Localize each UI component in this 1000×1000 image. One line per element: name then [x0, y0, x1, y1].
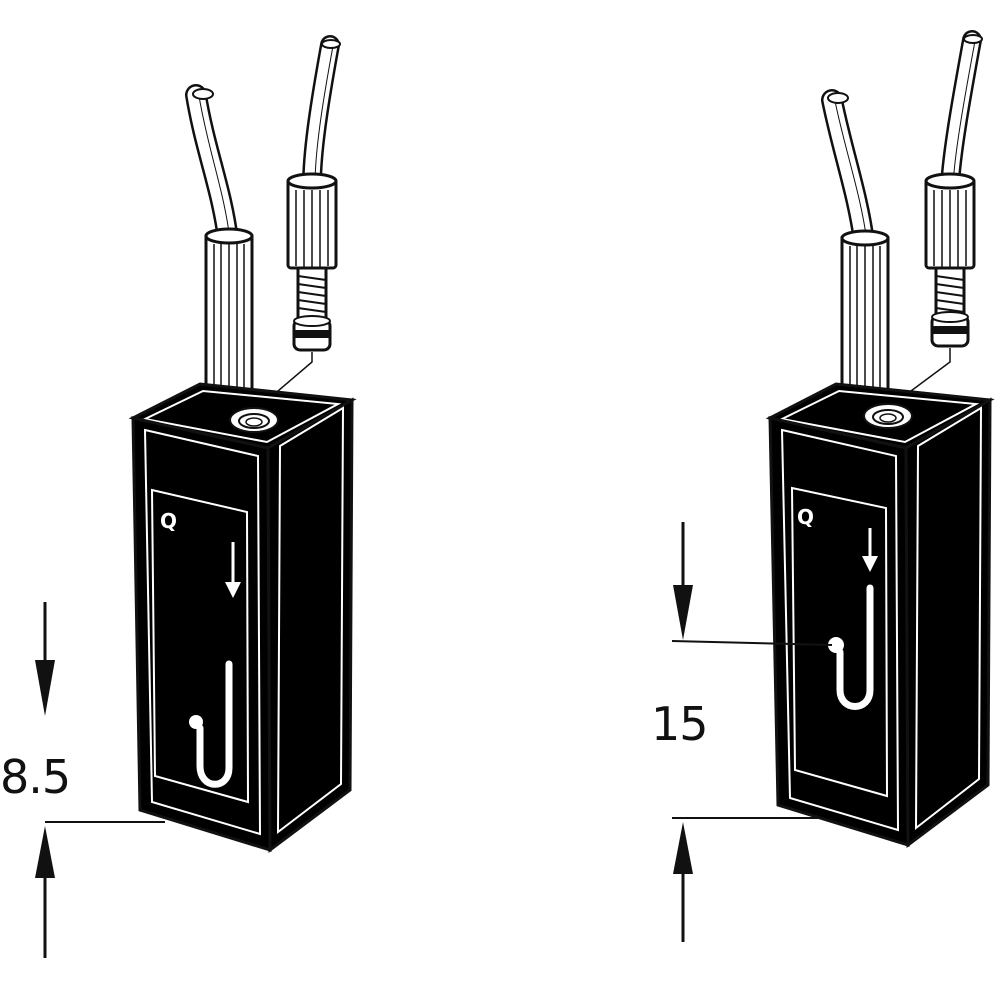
- left-dimension: 8.5: [0, 602, 165, 958]
- left-dimension-label: 8.5: [0, 750, 70, 804]
- right-tube-outlet: [821, 89, 875, 253]
- right-dimension-label: 15: [651, 697, 708, 751]
- right-badge-label: Q: [797, 505, 814, 529]
- right-flow-channel: [836, 584, 874, 710]
- right-cuvette: Q 15: [651, 30, 995, 942]
- right-fitting-nut: [924, 172, 976, 348]
- left-tube-inlet: [302, 35, 341, 195]
- left-badge-label: Q: [160, 509, 177, 533]
- left-tube-outlet: [185, 84, 239, 251]
- left-fitting-sleeve: [204, 227, 254, 396]
- right-dimension: 15: [651, 522, 833, 942]
- right-cuvette-body: Q: [765, 382, 995, 848]
- right-fitting-sleeve: [840, 229, 890, 400]
- left-cuvette: Q 8.5: [0, 35, 357, 958]
- left-fitting-nut: [286, 172, 338, 352]
- left-cuvette-body: Q: [128, 382, 357, 853]
- left-flow-channel: [196, 660, 233, 788]
- right-tube-inlet: [940, 30, 983, 195]
